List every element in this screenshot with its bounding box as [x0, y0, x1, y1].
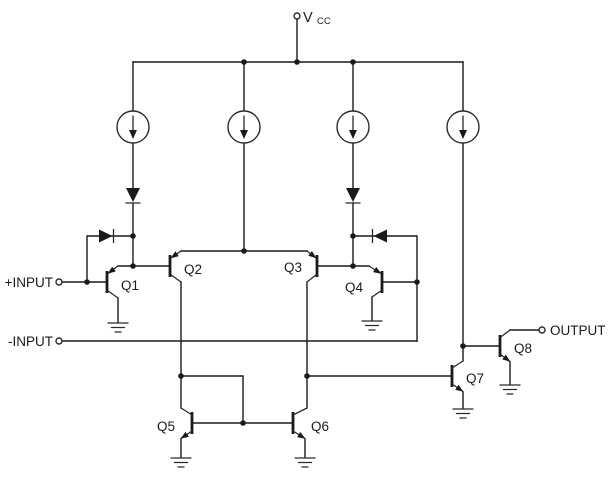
junction-dot	[130, 263, 136, 269]
plus-input-label: +INPUT	[5, 275, 53, 290]
junction-dot	[84, 279, 90, 285]
diode-anode-triangle	[373, 229, 387, 243]
diode-anode-triangle	[346, 188, 360, 202]
diode-clamp-right	[371, 228, 387, 244]
output-terminal-circle	[538, 326, 546, 334]
transistor-label: Q7	[466, 371, 484, 386]
junction-dot	[460, 343, 466, 349]
transistor-q1: Q1	[105, 265, 139, 299]
junction-dot	[178, 373, 184, 379]
vcc-label: V	[303, 10, 313, 26]
junction-dot	[414, 279, 420, 285]
output-terminal: OUTPUT	[538, 323, 606, 338]
transistor-q3: Q3	[284, 250, 319, 283]
transistor-q2: Q2	[168, 250, 202, 283]
junction-dot	[350, 59, 356, 65]
emitter-lead	[180, 430, 193, 440]
vcc-terminal-circle	[293, 12, 301, 20]
emitter-lead	[292, 430, 306, 440]
vcc-terminal: V CC	[293, 10, 331, 27]
ground-symbol-q8	[499, 384, 521, 395]
minus-input-label: -INPUT	[8, 334, 53, 349]
emitter-lead	[451, 383, 464, 393]
diode-level-shift-left	[125, 188, 141, 204]
collector-lead	[499, 329, 511, 339]
junction-dot	[241, 59, 247, 65]
transistor-label: Q6	[311, 419, 329, 434]
mirror-loop-wire	[180, 375, 244, 424]
plus-input-terminal-circle	[55, 278, 63, 286]
current-source-arrow-icon	[459, 130, 467, 139]
transistor-q7: Q7	[450, 360, 484, 393]
vcc-sub-label: CC	[317, 16, 331, 27]
ground-symbol-q5	[170, 457, 192, 468]
current-source-2	[227, 110, 261, 144]
junction-dot	[304, 373, 310, 379]
collector-lead	[371, 289, 383, 298]
junction-dot	[294, 59, 300, 65]
ground-symbol-q7	[452, 408, 474, 419]
current-source-4	[446, 110, 480, 144]
current-source-arrow-icon	[349, 130, 357, 139]
junction-dot	[240, 420, 246, 426]
collector-lead	[180, 407, 193, 416]
current-source-3	[336, 110, 370, 144]
ground-symbol-q1	[107, 322, 129, 333]
emitter-lead	[306, 250, 317, 259]
collector-lead	[292, 407, 308, 416]
collector-lead	[169, 273, 182, 283]
output-label: OUTPUT	[550, 323, 606, 338]
ground-symbol-q4	[361, 320, 383, 331]
collector-lead	[106, 289, 119, 299]
diode-clamp-left	[99, 228, 115, 244]
transistor-label: Q8	[514, 341, 532, 356]
current-source-arrow-icon	[240, 130, 248, 139]
junction-dot	[241, 248, 247, 254]
transistor-q5: Q5	[157, 407, 194, 440]
minus-input-terminal-circle	[55, 337, 63, 345]
junction-dot	[350, 263, 356, 269]
emitter-lead	[170, 250, 182, 259]
junction-dot	[350, 233, 356, 239]
emitter-lead	[499, 353, 511, 363]
collector-lead	[451, 360, 464, 369]
emitter-lead	[107, 265, 119, 275]
transistor-q8: Q8	[498, 329, 532, 363]
transistor-q4: Q4	[345, 265, 384, 298]
junction-dots	[84, 59, 466, 426]
transistor-q6: Q6	[291, 407, 329, 440]
ground-symbol-q6	[294, 457, 316, 468]
current-source-1	[116, 110, 150, 144]
diode-anode-triangle	[126, 188, 140, 202]
clamp-left-wire	[86, 235, 134, 283]
diode-level-shift-right	[345, 188, 361, 204]
transistor-label: Q4	[345, 280, 364, 295]
junction-dot	[130, 233, 136, 239]
transistor-label: Q2	[184, 262, 202, 277]
collector-lead	[306, 273, 318, 283]
minus-input-terminal: -INPUT	[8, 334, 63, 349]
transistor-label: Q1	[121, 278, 139, 293]
current-source-arrow-icon	[129, 130, 137, 139]
diode-anode-triangle	[99, 229, 113, 243]
emitter-lead	[368, 265, 382, 275]
transistor-label: Q3	[284, 260, 302, 275]
plus-input-terminal: +INPUT	[5, 275, 63, 290]
transistor-label: Q5	[157, 419, 175, 434]
